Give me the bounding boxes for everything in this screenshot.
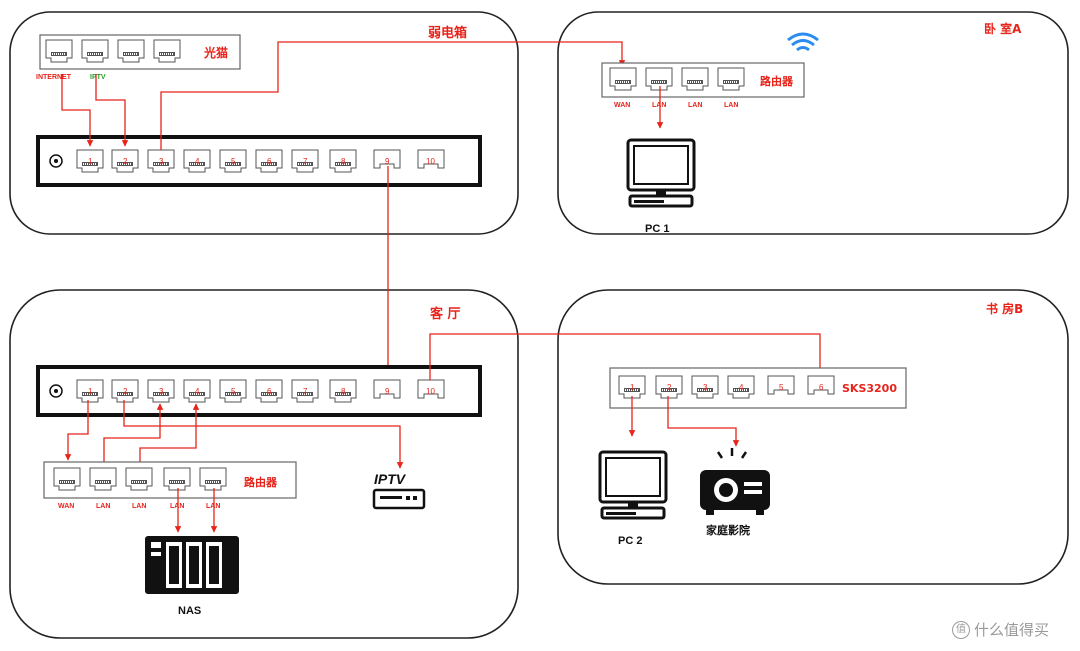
projector-icon — [700, 448, 770, 515]
living-router-port-lan-2: LAN — [132, 503, 146, 510]
box-switch-port-4: 4 — [195, 157, 200, 166]
bedroom-router-label: 路由器 — [760, 74, 794, 88]
box-switch-port-2: 2 — [123, 157, 128, 166]
box-switch-port-9: 9 — [385, 157, 390, 166]
living-switch-port-5: 5 — [231, 387, 236, 396]
wire-internet-to-port1 — [61, 74, 94, 147]
box-switch-port-8: 8 — [341, 157, 346, 166]
living-router-port-lan-3: LAN — [170, 503, 184, 510]
pc1-monitor-icon — [626, 138, 696, 208]
study-switch-port-1: 1 — [630, 383, 635, 392]
nas-icon — [145, 536, 239, 594]
living-router: 路由器 — [43, 461, 297, 499]
watermark: 值 什么值得买 — [952, 619, 1049, 640]
wifi-icon — [787, 32, 819, 52]
pc2-label: PC 2 — [618, 535, 642, 547]
bedroom-router-port-lan-1: LAN — [652, 102, 666, 109]
iptv-label: IPTV — [374, 471, 407, 487]
wire-study-switch-to-projector — [667, 396, 740, 447]
wire-port3-to-bedroom-router — [160, 41, 626, 150]
box-switch: 1 2 3 4 5 6 7 8 9 10 — [36, 135, 482, 187]
wire-living-port1-to-router-wan — [64, 400, 89, 461]
modem-label: 光猫 — [203, 45, 228, 60]
watermark-text: 什么值得买 — [974, 621, 1050, 639]
living-switch-port-7: 7 — [303, 387, 308, 396]
living-switch-port-8: 8 — [341, 387, 346, 396]
living-router-port-wan: WAN — [58, 503, 74, 510]
living-router-label: 路由器 — [244, 475, 278, 489]
study-switch-port-6: 6 — [819, 383, 824, 392]
room-label-bedroom: 卧 室A — [984, 21, 1022, 36]
wire-iptv-to-port2 — [95, 74, 129, 147]
room-label-box: 弱电箱 — [428, 25, 467, 41]
living-switch-port-2: 2 — [123, 387, 128, 396]
box-switch-port-1: 1 — [88, 157, 93, 166]
living-switch-port-9: 9 — [385, 387, 390, 396]
bedroom-router-port-lan-3: LAN — [724, 102, 738, 109]
box-switch-port-7: 7 — [303, 157, 308, 166]
study-switch-port-5: 5 — [779, 383, 784, 392]
box-switch-port-5: 5 — [231, 157, 236, 166]
study-switch: 1 2 3 4 5 6 SKS3200 — [609, 367, 907, 409]
box-switch-port-6: 6 — [267, 157, 272, 166]
bedroom-router: 路由器 — [601, 62, 805, 98]
wire-router-lan-to-port4 — [139, 403, 200, 465]
study-switch-port-3: 3 — [703, 383, 708, 392]
box-switch-port-3: 3 — [159, 157, 164, 166]
study-switch-port-2: 2 — [667, 383, 672, 392]
modem-port-iptv-label: IPTV — [90, 74, 106, 81]
pc2-monitor-icon — [598, 450, 668, 520]
living-switch-port-1: 1 — [88, 387, 93, 396]
nas-label: NAS — [178, 605, 201, 617]
iptv-box-icon: IPTV — [372, 471, 426, 510]
study-switch-port-4: 4 — [739, 383, 744, 392]
pc1-label: PC 1 — [645, 223, 669, 235]
modem-port-internet-label: INTERNET — [36, 74, 72, 81]
study-switch-label: SKS3200 — [842, 382, 897, 395]
living-router-port-lan-1: LAN — [96, 503, 110, 510]
living-router-port-lan-4: LAN — [206, 503, 220, 510]
wire-port10-to-study-switch — [429, 333, 824, 383]
wire-living-port2-to-iptv — [123, 400, 404, 469]
room-label-living: 客 厅 — [430, 306, 461, 322]
living-switch: 1 2 3 4 5 6 7 8 9 10 — [36, 365, 482, 417]
living-switch-port-10: 10 — [426, 387, 435, 396]
living-switch-port-3: 3 — [159, 387, 164, 396]
living-switch-port-4: 4 — [195, 387, 200, 396]
bedroom-router-port-lan-2: LAN — [688, 102, 702, 109]
room-label-study: 书 房B — [986, 301, 1023, 316]
optical-modem: 光猫 — [39, 34, 241, 70]
room-study-outline — [557, 289, 1069, 585]
box-switch-port-10: 10 — [426, 157, 435, 166]
living-switch-port-6: 6 — [267, 387, 272, 396]
bedroom-router-port-wan: WAN — [614, 102, 630, 109]
smzdm-logo-icon: 值 — [952, 620, 970, 639]
projector-label: 家庭影院 — [706, 523, 750, 537]
wire-router-lan-to-port3 — [103, 403, 164, 465]
